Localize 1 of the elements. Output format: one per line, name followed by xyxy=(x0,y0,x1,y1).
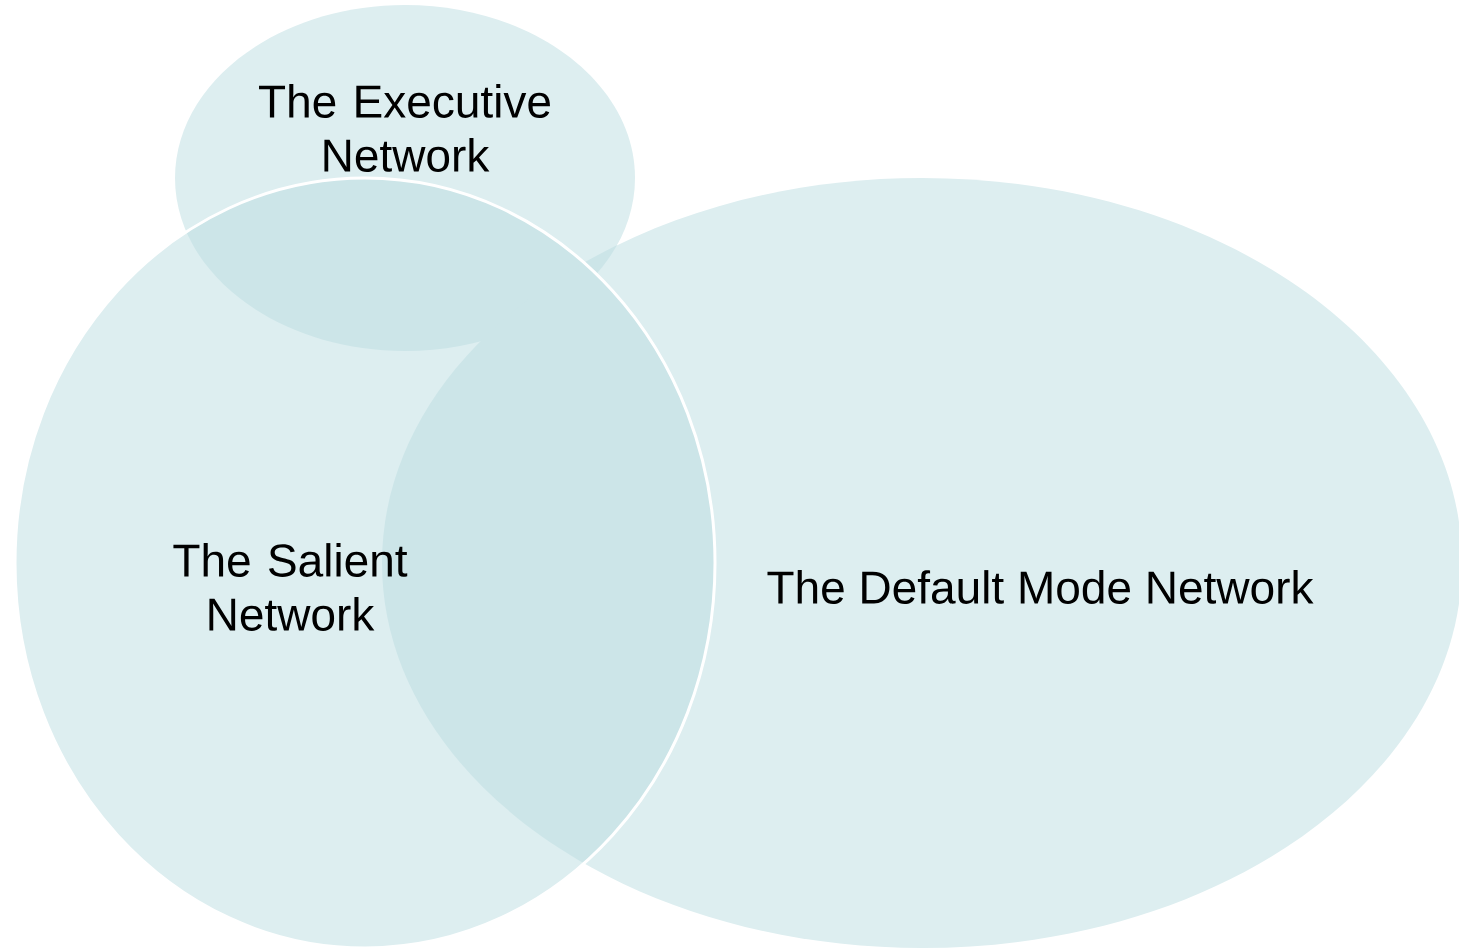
node-label: The Executive Network xyxy=(259,84,550,172)
